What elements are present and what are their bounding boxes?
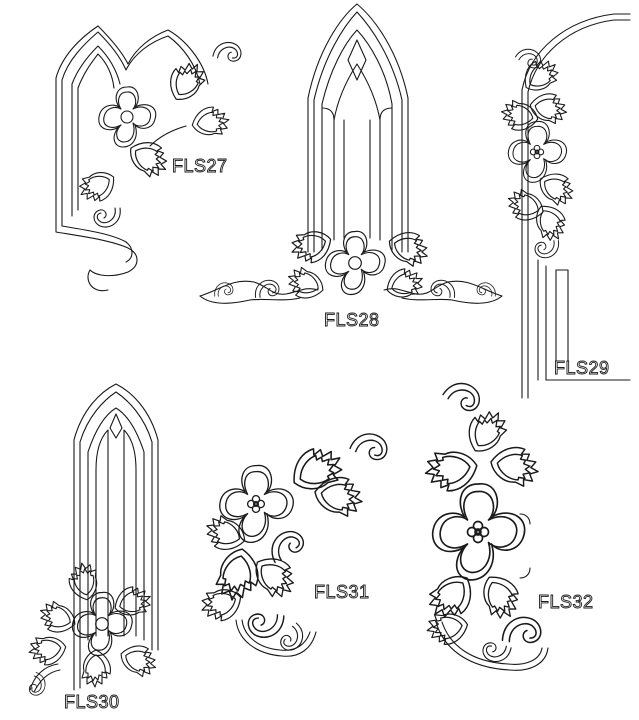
label-fls28: FLS28 bbox=[324, 310, 380, 330]
label-fls31: FLS31 bbox=[314, 582, 370, 602]
design-fls30 bbox=[25, 383, 162, 699]
design-fls29 bbox=[498, 13, 631, 399]
label-fls32: FLS32 bbox=[538, 592, 594, 612]
design-fls28 bbox=[199, 3, 503, 305]
design-fls31 bbox=[196, 426, 393, 657]
design-fls32 bbox=[421, 374, 549, 671]
design-fls27 bbox=[55, 25, 245, 292]
label-fls29: FLS29 bbox=[554, 358, 610, 378]
label-fls27: FLS27 bbox=[172, 156, 228, 176]
label-fls30: FLS30 bbox=[64, 692, 120, 712]
